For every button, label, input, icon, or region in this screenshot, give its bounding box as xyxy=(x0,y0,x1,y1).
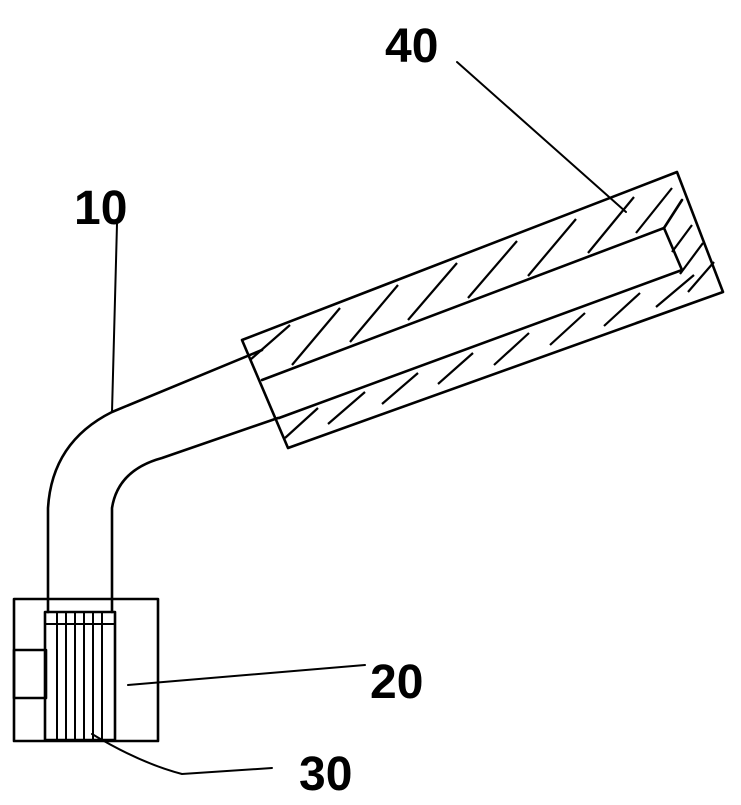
leader-lines xyxy=(91,61,627,776)
tube-outer-edge xyxy=(46,348,264,614)
leader-20 xyxy=(127,664,366,686)
tube-10 xyxy=(46,348,280,614)
leader-30 xyxy=(91,733,273,776)
label-20: 20 xyxy=(370,656,423,709)
label-30: 30 xyxy=(299,748,352,801)
sleeve-bore-outline xyxy=(260,226,684,420)
base-block xyxy=(12,597,160,743)
leader-40 xyxy=(456,61,627,213)
sleeve-inner-cap-line xyxy=(662,198,684,230)
sleeve-40 xyxy=(240,170,725,450)
label-10: 10 xyxy=(74,182,127,235)
sleeve-hatching xyxy=(249,187,715,439)
insert-30 xyxy=(43,610,117,742)
insert-body xyxy=(43,610,117,742)
base-20 xyxy=(12,597,160,743)
base-side-notch xyxy=(12,648,48,700)
sleeve-outline xyxy=(240,170,725,450)
tube-inner-edge xyxy=(110,416,280,614)
leader-10 xyxy=(111,223,118,413)
label-40: 40 xyxy=(385,20,438,73)
